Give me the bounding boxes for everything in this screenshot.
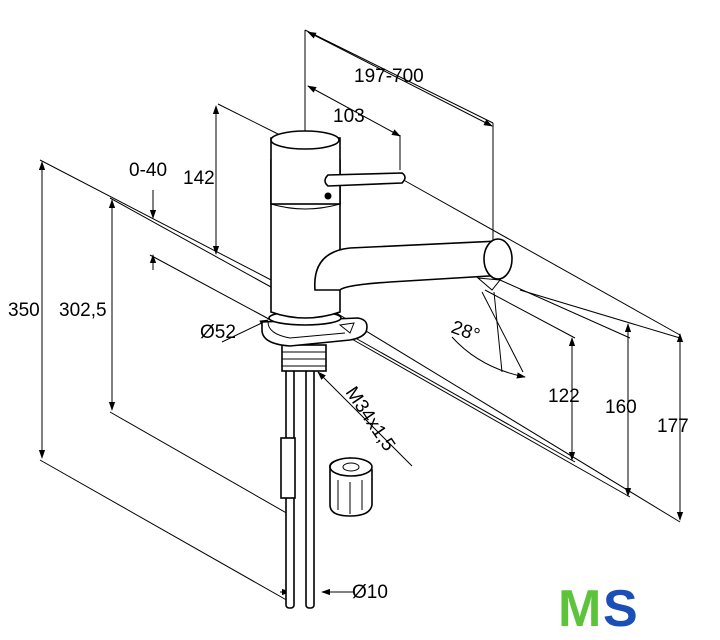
dim-thread-label: M34x1,5 [341,383,399,455]
dim-spout-height-160-label: 160 [605,397,637,418]
faucet-body [261,130,513,609]
hose-right [305,367,315,609]
brand-logo: M S [558,580,638,638]
dim-base-diameter-label: Ø52 [200,322,236,343]
logo-letter-s: S [603,580,638,638]
lever [324,172,406,187]
threaded-shank [281,344,327,372]
dim-reach-label: 197-700 [354,66,424,87]
dim-spout-height-177-label: 177 [657,416,689,437]
dim-total-height-label: 350 [8,300,40,321]
dim-body-height-label: 142 [183,168,215,189]
dim-deck-thickness-label: 0-40 [129,160,167,181]
dimension-lines [38,31,684,596]
extension-lines [39,29,681,603]
logo-letter-m: M [558,580,601,638]
mounting-nut [329,457,373,517]
dim-lever-label: 103 [333,106,365,127]
dim-hose-diameter-label: Ø10 [352,582,388,603]
spout [314,240,506,291]
dim-spout-angle-label: 28° [448,317,482,347]
dim-spout-height-122-label: 122 [548,386,580,407]
dim-below-deck-label: 302,5 [59,300,107,321]
